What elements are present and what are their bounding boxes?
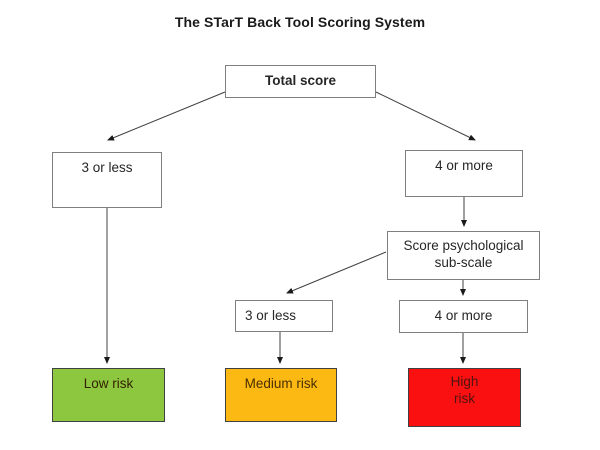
- node-total-3-or-less: 3 or less: [52, 152, 162, 208]
- node-sub-4-or-more: 4 or more: [399, 300, 528, 333]
- page-title: The STarT Back Tool Scoring System: [174, 14, 426, 30]
- node-total-3-or-less-label: 3 or less: [81, 160, 133, 175]
- arrow-subscale-to-3orless: [286, 251, 387, 294]
- node-total-4-or-more-label: 4 or more: [435, 158, 493, 173]
- node-high-risk: High risk: [408, 368, 521, 427]
- node-low-risk-label: Low risk: [83, 376, 134, 391]
- node-medium-risk: Medium risk: [225, 368, 337, 422]
- node-total-4-or-more: 4 or more: [405, 150, 523, 197]
- arrow-total-to-3orless: [107, 91, 226, 141]
- node-medium-risk-label: Medium risk: [244, 376, 318, 391]
- node-total-score: Total score: [225, 65, 376, 98]
- node-high-risk-line1: High: [450, 374, 479, 389]
- node-sub-4-or-more-label: 4 or more: [434, 308, 493, 323]
- node-total-score-label: Total score: [264, 73, 337, 88]
- node-low-risk: Low risk: [52, 368, 165, 422]
- node-high-risk-line2: risk: [454, 391, 475, 406]
- node-sub-3-or-less-label: 3 or less: [245, 308, 297, 323]
- node-subscale-line1: Score psychological: [403, 238, 524, 253]
- node-score-psychological-subscale: Score psychological sub-scale: [387, 231, 540, 280]
- node-sub-3-or-less: 3 or less: [235, 300, 333, 332]
- node-subscale-line2: sub-scale: [434, 255, 493, 270]
- arrow-total-to-4ormore: [375, 91, 476, 141]
